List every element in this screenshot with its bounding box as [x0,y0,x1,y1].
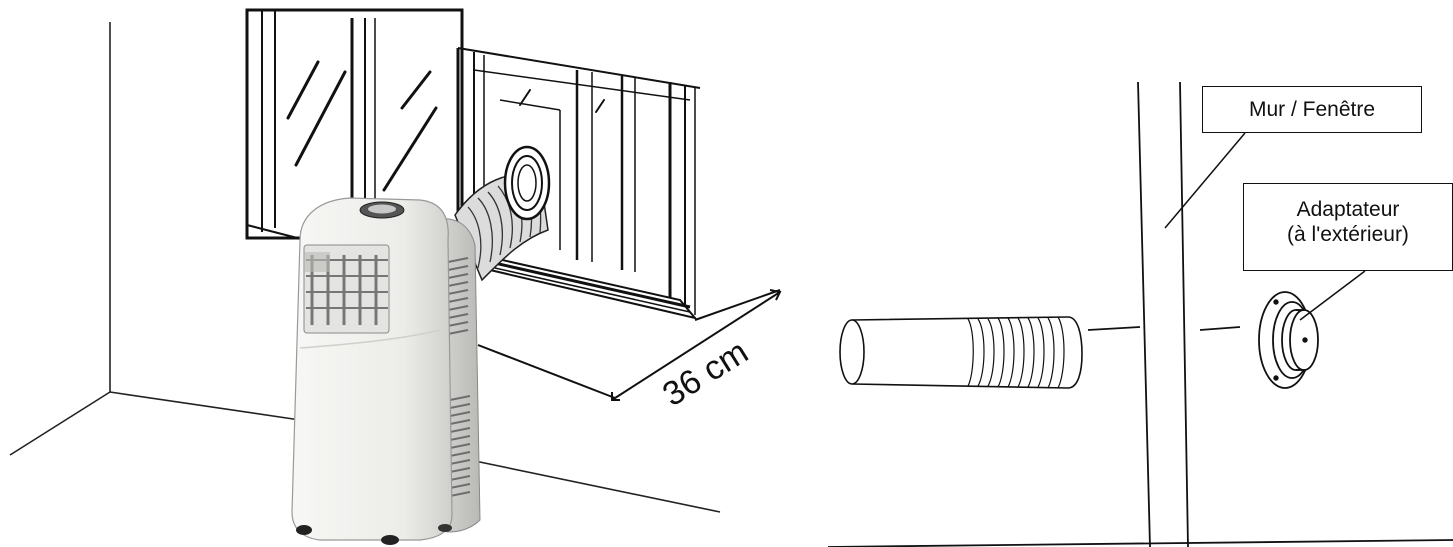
leader-lines [1164,132,1366,321]
adapter-location-text: (à l'extérieur) [1287,223,1409,246]
wall-window-text: Mur / Fenêtre [1248,98,1376,121]
adapter-label: Adaptateur (à l'extérieur) [1243,183,1453,271]
connection-lines [1087,326,1241,331]
room-corner [9,22,721,513]
dimension-label: 36 cm [656,333,755,414]
glass-reflection-lines [286,60,605,192]
wall-lines [827,81,1453,547]
window-adapter [1258,291,1319,389]
exhaust-hose-installed [454,145,551,282]
adapter-text: Adaptateur [1296,198,1400,221]
wall-window-label: Mur / Fenêtre [1202,86,1422,133]
exhaust-hose [839,316,1083,389]
portable-air-conditioner [291,197,481,545]
dimension-marker [477,289,782,401]
